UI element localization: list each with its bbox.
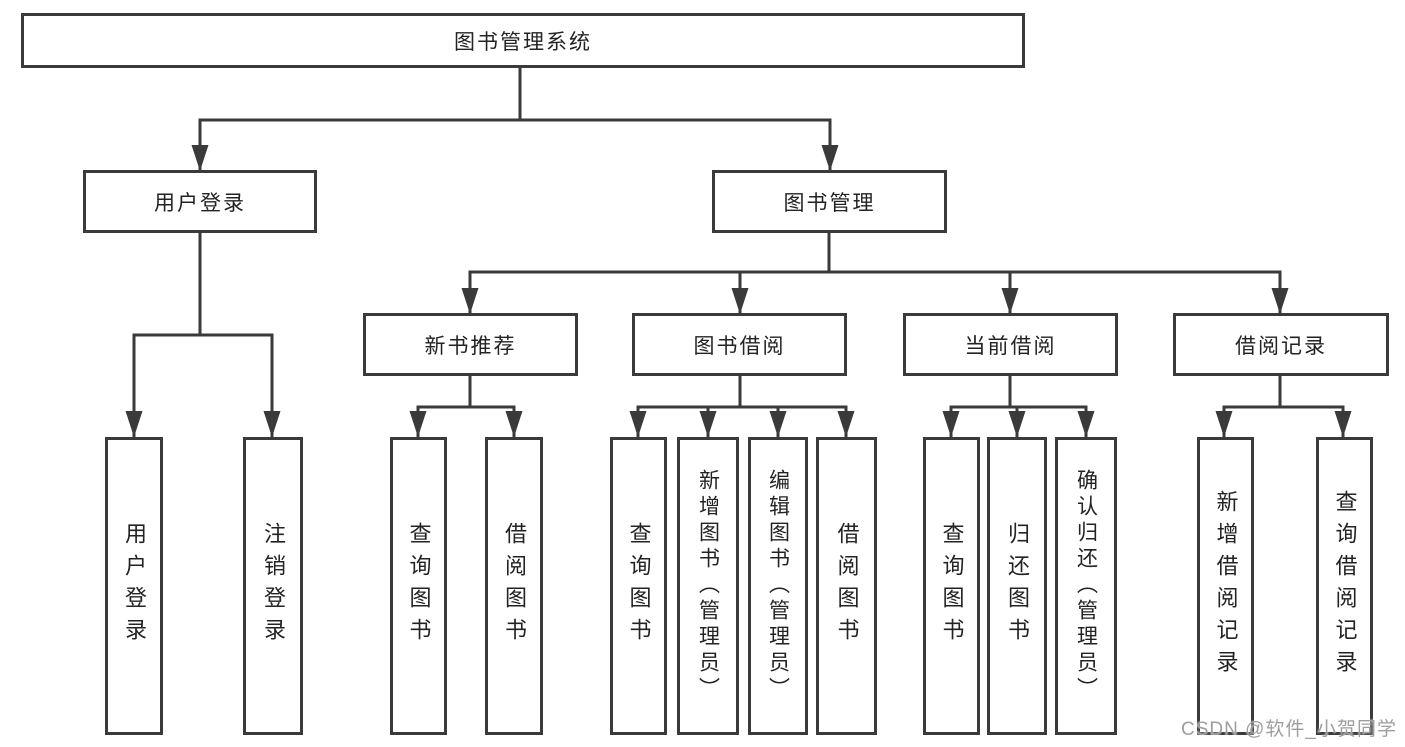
arrow-down-icon (1001, 288, 1019, 314)
node-label: 确认归还（管理员） (1074, 469, 1098, 703)
connector-line (1222, 405, 1345, 437)
connector-line (132, 333, 274, 437)
node-label: 查询图书 (626, 522, 652, 650)
node-br-add-record: 新增借阅记录 (1197, 437, 1254, 735)
node-label: 当前借阅 (964, 334, 1057, 358)
node-cb-confirm-return-admin: 确认归还（管理员） (1055, 437, 1117, 735)
node-new-book-recommendation: 新书推荐 (363, 313, 578, 376)
node-book-management: 图书管理 (712, 170, 947, 233)
connector-line (416, 405, 516, 437)
node-bb-query-books: 查询图书 (610, 437, 667, 735)
arrow-down-icon (461, 288, 479, 314)
arrow-down-icon (821, 145, 839, 171)
arrow-down-icon (1334, 411, 1352, 437)
node-current-borrowing: 当前借阅 (903, 313, 1118, 376)
node-label: 新书推荐 (424, 334, 517, 358)
arrow-down-icon (125, 411, 143, 437)
arrow-down-icon (505, 411, 523, 437)
node-book-management-system: 图书管理系统 (21, 13, 1025, 68)
arrow-down-icon (942, 411, 960, 437)
node-label: 图书管理 (783, 191, 876, 215)
node-user-login-leaf: 用户登录 (105, 437, 163, 735)
node-label: 查询图书 (406, 522, 432, 650)
connector-line (468, 270, 1282, 314)
node-br-query-record: 查询借阅记录 (1316, 437, 1373, 735)
node-book-borrowing: 图书借阅 (632, 313, 847, 376)
node-user-login: 用户登录 (83, 170, 317, 233)
arrow-down-icon (731, 288, 749, 314)
node-logout: 注销登录 (243, 437, 303, 735)
arrow-down-icon (769, 411, 787, 437)
node-label: 图书借阅 (693, 334, 786, 358)
node-label: 借阅记录 (1235, 334, 1327, 358)
connector-line (636, 405, 848, 437)
node-cb-return-books: 归还图书 (987, 437, 1047, 735)
csdn-watermark: CSDN @软件_小贺同学 (1181, 719, 1397, 740)
node-label: 借阅图书 (834, 522, 860, 650)
node-bb-borrow-books: 借阅图书 (816, 437, 877, 735)
arrow-down-icon (1271, 288, 1289, 314)
arrow-down-icon (1008, 411, 1026, 437)
arrow-down-icon (837, 411, 855, 437)
arrow-down-icon (1077, 411, 1095, 437)
node-label: 用户登录 (154, 191, 246, 215)
node-label: 归还图书 (1005, 522, 1030, 650)
arrow-down-icon (409, 411, 427, 437)
arrow-down-icon (263, 411, 281, 437)
arrow-down-icon (699, 411, 717, 437)
node-label: 查询借阅记录 (1332, 490, 1358, 682)
node-nb-borrow-books: 借阅图书 (485, 437, 543, 735)
node-label: 新增借阅记录 (1213, 490, 1239, 682)
node-label: 新增图书（管理员） (696, 469, 720, 703)
node-label: 查询图书 (939, 522, 965, 650)
node-borrowing-records: 借阅记录 (1173, 313, 1389, 376)
node-cb-query-books: 查询图书 (923, 437, 980, 735)
node-bb-add-books-admin: 新增图书（管理员） (677, 437, 739, 735)
arrow-down-icon (191, 145, 209, 171)
node-label: 注销登录 (261, 522, 286, 650)
connector-line (198, 118, 832, 171)
arrow-down-icon (1215, 411, 1233, 437)
node-label: 图书管理系统 (454, 30, 592, 54)
arrow-down-icon (629, 411, 647, 437)
node-bb-edit-books-admin: 编辑图书（管理员） (748, 437, 808, 735)
node-nb-query-books: 查询图书 (390, 437, 447, 735)
node-label: 编辑图书（管理员） (766, 469, 790, 703)
node-label: 用户登录 (122, 522, 147, 650)
node-label: 借阅图书 (502, 522, 527, 650)
